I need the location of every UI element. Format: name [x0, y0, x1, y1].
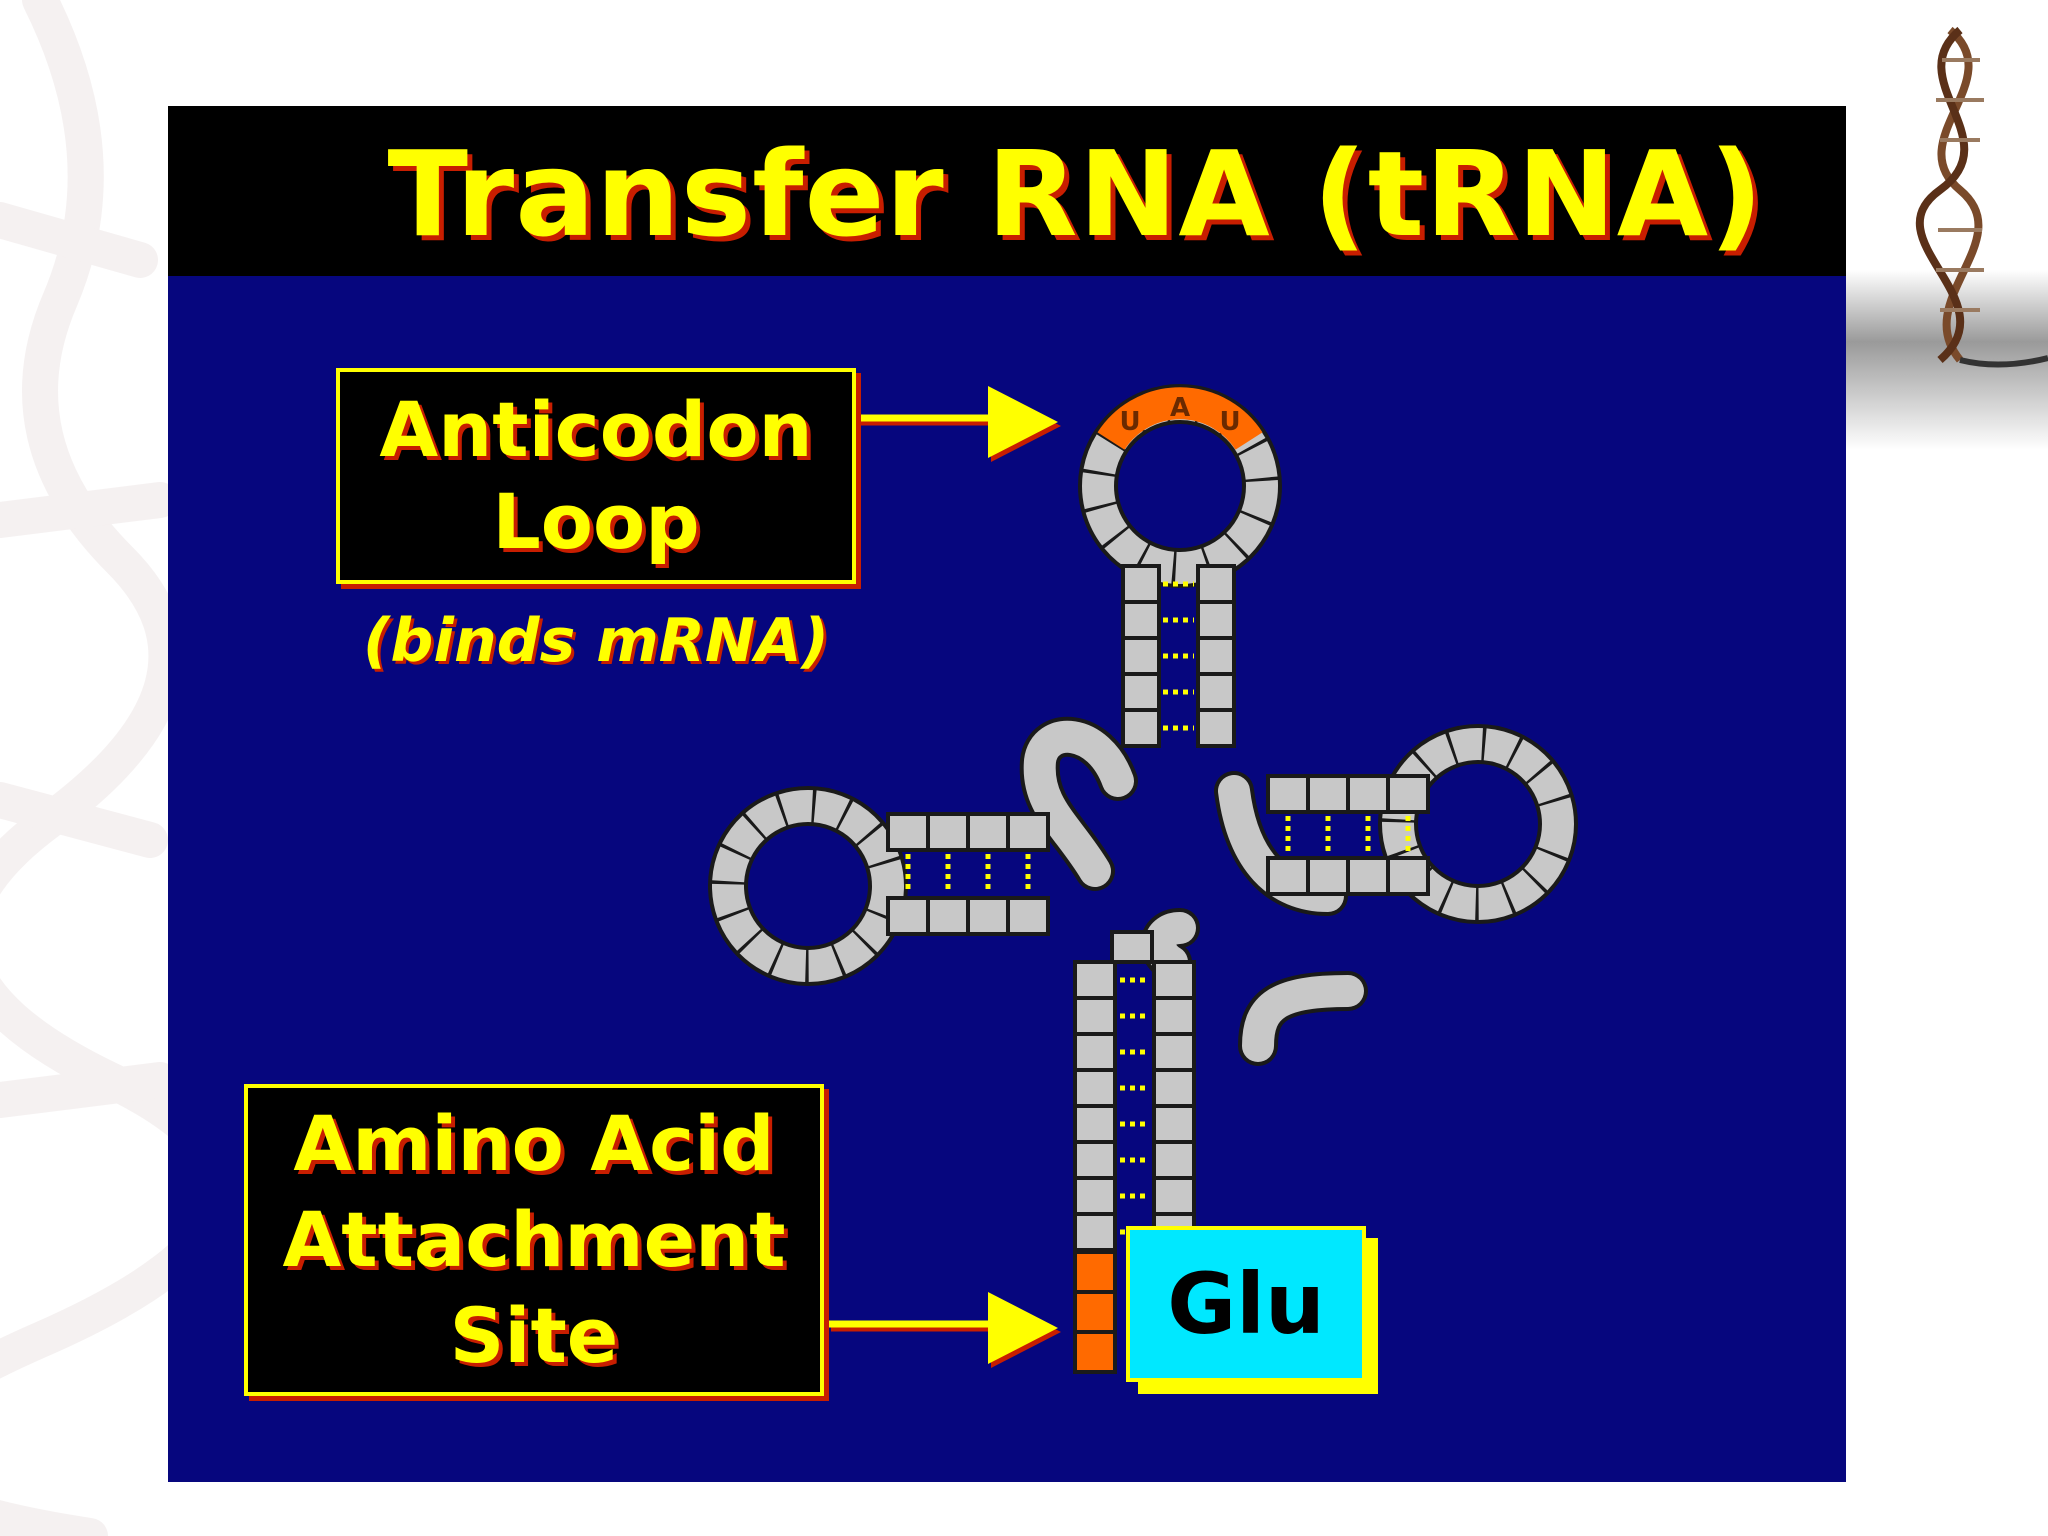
trna-diagram: U A U [708, 384, 1578, 1374]
amino-acid-glu: Glu [1126, 1226, 1366, 1382]
trna-cloverleaf: U A U [708, 384, 1578, 1374]
anticodon-loop-label: Anticodon Loop [336, 368, 856, 584]
rna-stems [886, 564, 1430, 1252]
anticodon-base: U [1219, 407, 1240, 437]
amino-acid-site-label: Amino Acid Attachment Site [244, 1084, 824, 1396]
slide-panel: Transfer RNA (tRNA) [168, 106, 1846, 1482]
dna-helix-icon [1915, 26, 2048, 368]
slide-title: Transfer RNA (tRNA) [387, 125, 1764, 263]
right-arrow-icon [858, 386, 1061, 462]
right-arrow-icon [828, 1292, 1061, 1368]
binds-mrna-note: (binds mRNA) [363, 606, 829, 676]
anticodon-base: U [1119, 407, 1140, 437]
anticodon-base: A [1170, 393, 1190, 423]
title-bar: Transfer RNA (tRNA) [168, 106, 1846, 276]
